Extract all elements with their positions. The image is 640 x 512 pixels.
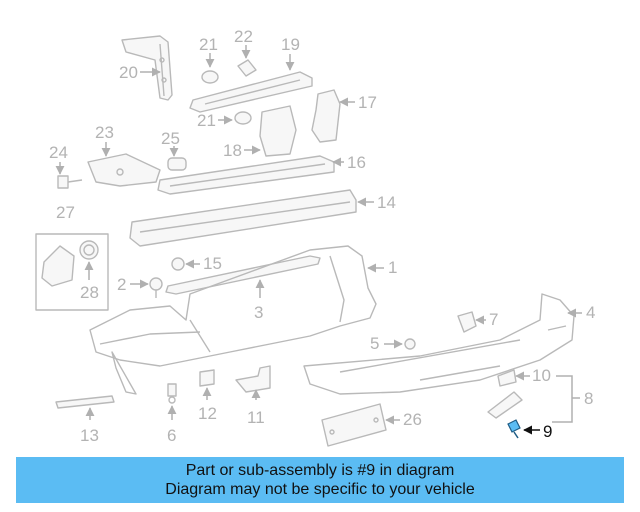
callout-26: 26 (385, 410, 422, 429)
callout-22: 22 (234, 27, 253, 59)
callout-5: 5 (370, 334, 403, 353)
label-15: 15 (203, 254, 222, 273)
label-10: 10 (532, 366, 551, 385)
callout-19: 19 (281, 35, 300, 71)
bumper-cover-part-1 (89, 245, 377, 395)
callout-9: 9 (523, 422, 552, 441)
label-28: 28 (80, 283, 99, 302)
fastener-part-2 (149, 277, 163, 298)
clip-part-21-top (201, 70, 219, 84)
bracket-part-17 (311, 89, 341, 143)
reflector-part-8 (487, 391, 523, 419)
label-4: 4 (586, 303, 595, 322)
bolt-part-6 (167, 383, 177, 404)
callout-3: 3 (254, 279, 265, 322)
banner-line-2: Diagram may not be specific to your vehi… (165, 481, 475, 498)
bracket-part-10 (497, 369, 517, 387)
label-21-mid: 21 (197, 111, 216, 130)
label-12: 12 (198, 404, 217, 423)
label-17: 17 (358, 93, 377, 112)
banner-line-1: Part or sub-assembly is #9 in diagram (185, 462, 455, 479)
callout-14: 14 (357, 193, 396, 212)
callout-6: 6 (167, 405, 177, 445)
sensor-box-part-27: 27 (35, 203, 109, 311)
callout-10: 10 (515, 366, 551, 385)
callout-13: 13 (80, 407, 99, 445)
bracket-part-23 (87, 153, 161, 187)
callout-2: 2 (117, 275, 149, 294)
label-18: 18 (223, 141, 242, 160)
bracket-part-22 (237, 59, 257, 77)
bracket-part-18 (259, 105, 297, 157)
label-11: 11 (247, 408, 265, 427)
label-23: 23 (95, 123, 114, 142)
callout-11: 11 (247, 389, 265, 427)
label-22: 22 (234, 27, 253, 46)
parts-diagram: 20 21 21 22 19 17 1 (35, 27, 595, 447)
label-19: 19 (281, 35, 300, 54)
callout-12: 12 (198, 387, 217, 423)
info-banner: Part or sub-assembly is #9 in diagram Di… (16, 457, 624, 503)
label-9: 9 (543, 422, 552, 441)
plate-bracket-part-26 (321, 403, 387, 447)
bracket-part-20 (121, 35, 173, 101)
label-20: 20 (119, 63, 138, 82)
label-3: 3 (254, 303, 263, 322)
label-25: 25 (161, 129, 180, 148)
label-14: 14 (377, 193, 396, 212)
clip-part-21-mid (234, 111, 252, 125)
callout-15: 15 (185, 254, 222, 273)
callout-7: 7 (475, 310, 498, 329)
callout-20: 20 (119, 63, 161, 82)
reinforcement-part-14 (129, 189, 357, 247)
bolt-part-24 (57, 175, 83, 189)
fastener-part-9 (507, 419, 521, 439)
callout-21-top: 21 (199, 35, 218, 68)
label-1: 1 (388, 258, 397, 277)
callout-28: 28 (80, 261, 99, 302)
label-26: 26 (403, 410, 422, 429)
bolt-part-5 (404, 338, 416, 350)
callout-24: 24 (49, 143, 68, 175)
label-13: 13 (80, 426, 99, 445)
callout-4: 4 (567, 303, 595, 322)
label-16: 16 (347, 153, 366, 172)
label-2: 2 (117, 275, 126, 294)
callout-18: 18 (223, 141, 261, 160)
label-7: 7 (489, 310, 498, 329)
label-5: 5 (370, 334, 379, 353)
callout-17: 17 (339, 93, 377, 112)
label-24: 24 (49, 143, 68, 162)
callout-21-mid: 21 (197, 111, 233, 130)
label-27: 27 (56, 203, 75, 222)
bracket-part-11 (235, 365, 271, 393)
plug-part-25 (167, 157, 187, 171)
strip-part-19 (189, 71, 313, 113)
bracket-part-7 (457, 311, 477, 333)
label-6: 6 (167, 426, 176, 445)
callout-8-bracket: 8 (552, 375, 593, 423)
callout-16: 16 (332, 153, 366, 172)
label-8: 8 (584, 389, 593, 408)
bolt-part-15 (171, 257, 185, 271)
absorber-part-16 (157, 155, 335, 195)
valance-part-4 (303, 293, 575, 395)
label-21-top: 21 (199, 35, 218, 54)
trim-part-13 (55, 395, 115, 409)
callout-1: 1 (367, 258, 397, 277)
callout-25: 25 (161, 129, 180, 157)
bracket-part-12 (199, 369, 215, 387)
callout-23: 23 (95, 123, 114, 157)
